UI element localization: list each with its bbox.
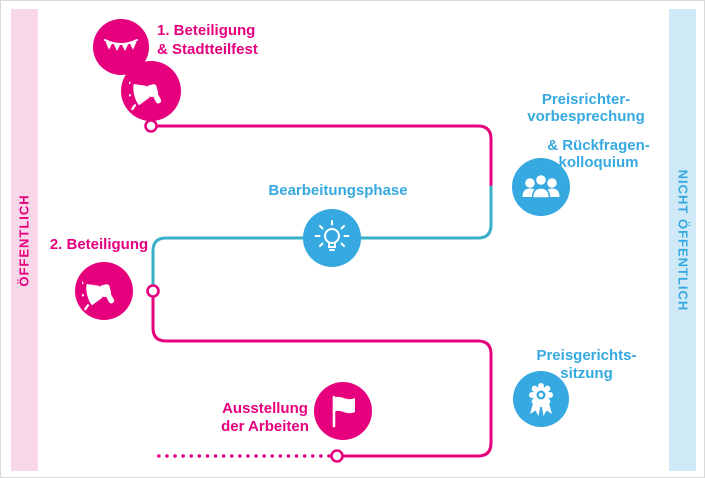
label-beteiligung1: 1. Beteiligung & Stadtteilfest (157, 22, 258, 58)
connector-phase3-pink (151, 295, 493, 458)
label-preisgericht: Preisgerichts- sitzung (536, 347, 637, 382)
node-3 (330, 449, 344, 463)
connector-phase1-pink (155, 124, 493, 189)
jury-group-icon (522, 173, 560, 199)
node-2 (146, 284, 160, 298)
step-circle-preisrichter (512, 158, 570, 216)
label-ausstellung: Ausstellung der Arbeiten (221, 400, 309, 435)
node-1 (144, 119, 158, 133)
label-bearbeitungsphase: Bearbeitungsphase (268, 182, 408, 199)
step-circle-preisgericht (513, 371, 569, 427)
lightbulb-icon (314, 220, 350, 251)
flag-icon (332, 395, 355, 428)
award-rosette-icon (529, 383, 553, 416)
step-circle-bearbeitung (303, 209, 361, 267)
label-rueckfragen: & Rückfragen- kolloquium (547, 137, 650, 171)
label-preisrichter: Preisrichter- vorbesprechung (527, 91, 645, 125)
step-circle-ausstellung (314, 382, 372, 440)
step-circle-beteiligung2 (75, 262, 133, 320)
bunting-icon (104, 39, 138, 51)
megaphone-icon (129, 79, 162, 111)
public-band: ÖFFENTLICH (11, 9, 38, 471)
label-beteiligung2: 2. Beteiligung (49, 236, 149, 253)
megaphone-icon (82, 279, 115, 311)
non-public-band: NICHT ÖFFENTLICH (669, 9, 696, 471)
step-circle-beteiligung1 (121, 61, 181, 121)
